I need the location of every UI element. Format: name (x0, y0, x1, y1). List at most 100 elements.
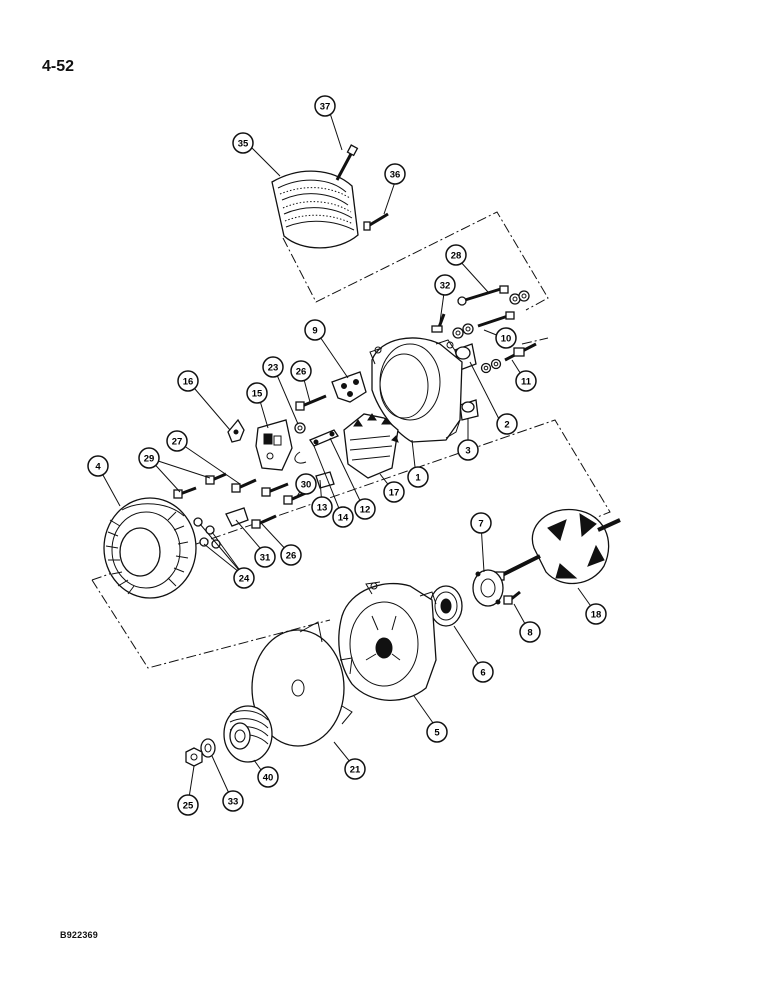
callout-13: 13 (311, 496, 333, 518)
terminal-part-16 (227, 418, 245, 443)
screw-part-26-upper (295, 394, 327, 411)
fan-part-21 (251, 621, 353, 747)
rectifier-part-17 (343, 413, 399, 479)
screws-part-30 (261, 482, 309, 505)
callout-32: 32 (434, 274, 456, 296)
svg-text:28: 28 (451, 251, 462, 262)
callouts: 37 35 36 28 32 9 10 23 26 11 16 15 2 27 … (87, 95, 607, 816)
callout-14: 14 (332, 506, 354, 528)
svg-text:33: 33 (228, 797, 239, 808)
svg-text:27: 27 (172, 437, 183, 448)
shield-part-35 (271, 170, 359, 249)
bolt-part-37 (335, 144, 359, 181)
svg-text:16: 16 (183, 377, 194, 388)
callout-16: 16 (177, 370, 199, 392)
assembly-guide-lines (91, 211, 611, 669)
drive-end-housing-part-5 (338, 581, 437, 701)
svg-text:24: 24 (239, 574, 250, 585)
svg-text:37: 37 (320, 102, 331, 113)
callout-36: 36 (384, 163, 406, 185)
rotor-part-18 (493, 508, 621, 585)
bearing-part-6 (429, 585, 463, 627)
svg-text:2: 2 (504, 420, 509, 431)
callout-29: 29 (138, 447, 160, 469)
page-number: 4-52 (42, 58, 75, 75)
svg-text:26: 26 (286, 551, 297, 562)
svg-text:21: 21 (350, 765, 361, 776)
callout-33: 33 (222, 790, 244, 812)
callout-40: 40 (257, 766, 279, 788)
svg-text:29: 29 (144, 454, 155, 465)
svg-text:36: 36 (390, 170, 401, 181)
svg-text:4: 4 (95, 462, 101, 473)
through-bolt-part-28 (457, 285, 530, 306)
screw-part-27 (231, 478, 257, 493)
svg-text:23: 23 (268, 363, 279, 374)
svg-text:6: 6 (480, 668, 485, 679)
callout-26-lower: 26 (280, 544, 302, 566)
svg-text:17: 17 (389, 488, 400, 499)
callout-10: 10 (495, 327, 517, 349)
svg-text:26: 26 (296, 367, 307, 378)
callout-9: 9 (304, 319, 326, 341)
brush-holder-part-15 (255, 419, 293, 471)
svg-text:35: 35 (238, 139, 249, 150)
stator-part-4 (103, 497, 197, 599)
svg-text:1: 1 (415, 473, 421, 484)
svg-text:8: 8 (527, 628, 532, 639)
svg-text:7: 7 (478, 519, 483, 530)
svg-text:32: 32 (440, 281, 451, 292)
callout-30: 30 (295, 473, 317, 495)
svg-text:18: 18 (591, 610, 602, 621)
svg-text:15: 15 (252, 389, 263, 400)
link-part-12 (309, 429, 339, 447)
callout-27: 27 (166, 430, 188, 452)
nut-part-25 (185, 747, 203, 767)
callout-5: 5 (426, 721, 448, 743)
svg-text:31: 31 (260, 553, 271, 564)
retainer-plate-part-7 (472, 569, 504, 607)
callout-17: 17 (383, 481, 405, 503)
plate-part-31 (225, 507, 249, 527)
svg-text:9: 9 (312, 326, 317, 337)
callout-26-upper: 26 (290, 360, 312, 382)
callout-23: 23 (262, 356, 284, 378)
screw-part-26-lower (251, 514, 277, 529)
svg-text:5: 5 (434, 728, 440, 739)
svg-text:13: 13 (317, 503, 328, 514)
svg-text:3: 3 (465, 446, 470, 457)
callout-15: 15 (246, 382, 268, 404)
callout-35: 35 (232, 132, 254, 154)
svg-text:11: 11 (521, 377, 532, 388)
svg-text:10: 10 (501, 334, 512, 345)
washer-part-23 (294, 422, 306, 434)
callout-24: 24 (233, 567, 255, 589)
screws-part-29 (173, 472, 227, 499)
callout-6: 6 (472, 661, 494, 683)
pulley-part-40 (223, 705, 273, 763)
rear-housing-part-1 (369, 337, 463, 443)
callout-21: 21 (344, 758, 366, 780)
callout-37: 37 (314, 95, 336, 117)
bolt-part-10 (452, 311, 515, 339)
callout-18: 18 (585, 603, 607, 625)
washer-part-33 (200, 738, 216, 758)
callout-11: 11 (515, 370, 537, 392)
leader-lines (97, 106, 596, 805)
callout-28: 28 (445, 244, 467, 266)
svg-text:14: 14 (338, 513, 349, 524)
screw-part-8 (503, 590, 521, 605)
bolt-part-11 (480, 342, 537, 374)
bracket-part-9 (331, 371, 367, 403)
screw-part-32 (431, 313, 446, 333)
screw-part-36 (363, 212, 389, 231)
callout-3: 3 (457, 439, 479, 461)
callout-12: 12 (354, 498, 376, 520)
callout-4: 4 (87, 455, 109, 477)
callout-1: 1 (407, 466, 429, 488)
callout-8: 8 (519, 621, 541, 643)
svg-text:12: 12 (360, 505, 371, 516)
callout-31: 31 (254, 546, 276, 568)
callout-25: 25 (177, 794, 199, 816)
